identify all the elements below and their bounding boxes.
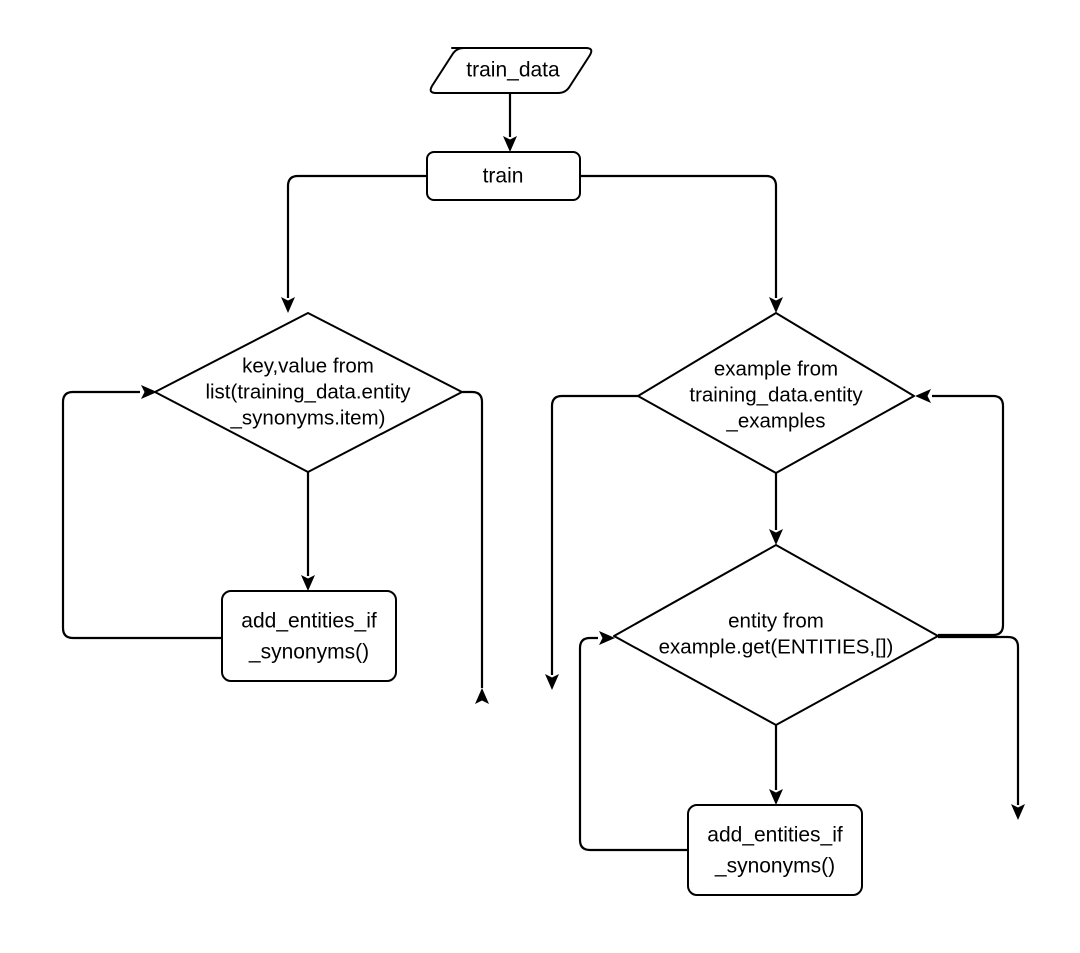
edge-loop-entity-synonyms-to-add-entities-left xyxy=(301,472,315,591)
node-loop-entity-synonyms[interactable]: key,value from list(training_data.entity… xyxy=(154,312,463,473)
add-entities-left-line2: _synonyms() xyxy=(248,641,369,664)
train-data-shape xyxy=(429,47,593,94)
node-loop-entities[interactable]: entity from example.get(ENTITIES,[]) xyxy=(613,544,939,726)
edge-loop-entities-back-to-loop-entity-examples xyxy=(915,389,1005,637)
edge-add-entities-right-loop-back xyxy=(578,631,688,852)
arrowhead xyxy=(503,136,517,152)
train-label: train xyxy=(483,165,524,188)
edge-add-entities-left-loop-back xyxy=(61,385,222,640)
loop-entities-line2: example.get(ENTITIES,[]) xyxy=(659,635,894,658)
add-entities-right-line1: add_entities_if xyxy=(707,824,843,847)
add-entities-left-shape xyxy=(221,590,397,682)
loop-entity-synonyms-line3: _synonyms.item) xyxy=(230,406,386,429)
arrowhead-up xyxy=(475,688,489,704)
add-entities-right-shape xyxy=(687,804,863,896)
arrowhead xyxy=(1011,804,1025,820)
loop-entity-examples-line2: training_data.entity xyxy=(689,383,863,406)
arrowhead xyxy=(769,297,783,313)
add-entities-left-line1: add_entities_if xyxy=(241,610,377,633)
arrowhead xyxy=(915,389,931,403)
loop-entities-line1: entity from xyxy=(728,609,824,632)
edge-loop-entities-to-add-entities-right xyxy=(769,725,783,805)
edge-loop-entity-examples-exit xyxy=(545,394,638,690)
edge-loop-entity-examples-to-loop-entities xyxy=(769,473,783,545)
loop-entity-examples-line3: _examples xyxy=(725,409,825,432)
arrowhead xyxy=(769,529,783,545)
arrowhead xyxy=(281,297,295,313)
edge-loop-entities-exit xyxy=(938,635,1025,820)
edge-loop-entity-synonyms-exit xyxy=(462,390,489,704)
train-shape xyxy=(426,151,581,201)
node-add-entities-right[interactable]: add_entities_if _synonyms() xyxy=(687,804,863,896)
loop-entities-shape xyxy=(613,544,939,726)
arrowhead xyxy=(769,789,783,805)
add-entities-right-line2: _synonyms() xyxy=(714,855,835,878)
loop-entity-synonyms-line2: list(training_data.entity xyxy=(205,380,411,403)
loop-entity-synonyms-line1: key,value from xyxy=(242,354,374,377)
node-add-entities-left[interactable]: add_entities_if _synonyms() xyxy=(221,590,397,682)
loop-entity-synonyms-shape xyxy=(154,312,463,473)
edge-train-to-loop-entity-examples xyxy=(580,174,783,313)
edge-layer xyxy=(61,93,1025,852)
train-data-label: train_data xyxy=(466,59,560,82)
node-layer: train_data train key,value from list(tra… xyxy=(154,47,939,896)
loop-entity-examples-shape xyxy=(637,312,915,474)
loop-entity-examples-line1: example from xyxy=(714,357,838,380)
edge-train-data-to-train xyxy=(503,93,517,152)
node-train-data[interactable]: train_data xyxy=(429,47,593,94)
arrowhead xyxy=(545,674,559,690)
arrowhead xyxy=(301,575,315,591)
node-train[interactable]: train xyxy=(426,151,581,201)
node-loop-entity-examples[interactable]: example from training_data.entity _examp… xyxy=(637,312,915,474)
arrowhead xyxy=(141,385,157,399)
arrowhead xyxy=(599,631,615,645)
edge-train-to-loop-entity-synonyms xyxy=(281,174,427,313)
